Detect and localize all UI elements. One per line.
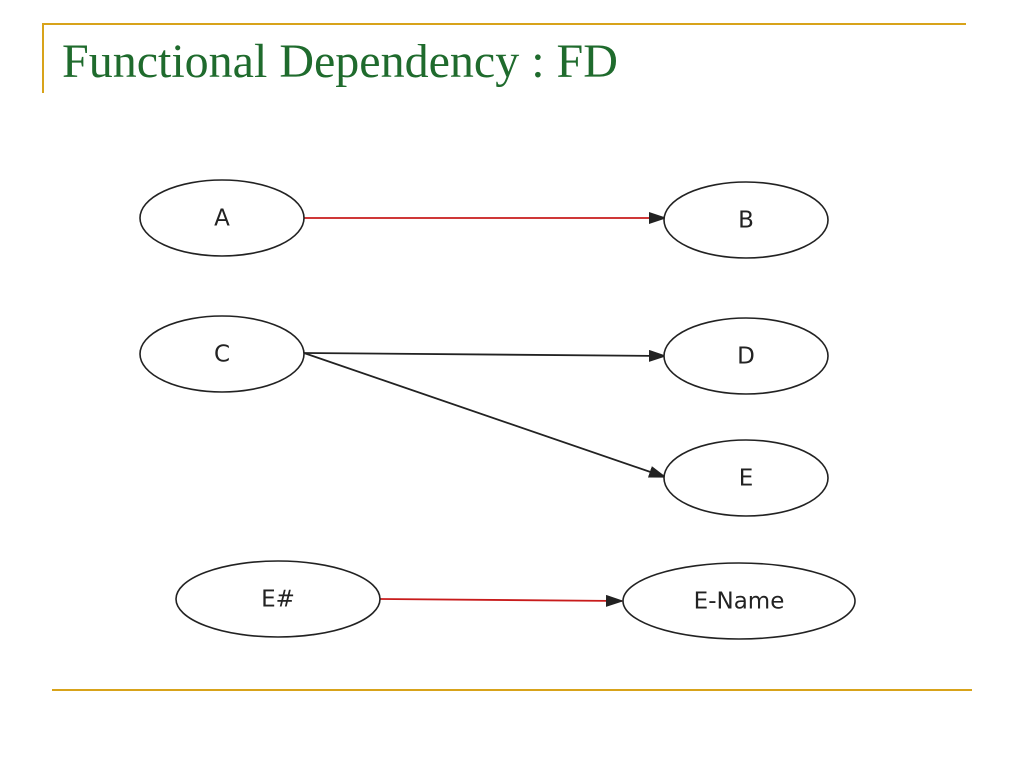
bottom-rule xyxy=(52,689,972,691)
node-c: C xyxy=(139,315,305,393)
node-e-name-label: E-Name xyxy=(694,589,785,615)
node-e-number: E# xyxy=(175,560,381,638)
title-frame-left-rule xyxy=(42,23,44,93)
node-a-label: A xyxy=(214,206,230,232)
node-c-label: C xyxy=(214,342,230,368)
slide-title: Functional Dependency : FD xyxy=(62,35,618,88)
node-e-number-label: E# xyxy=(261,587,295,613)
node-b: B xyxy=(663,181,829,259)
node-e-name-shape xyxy=(622,562,856,640)
node-a: A xyxy=(139,179,305,257)
node-c-shape xyxy=(139,315,305,393)
node-e-shape xyxy=(663,439,829,517)
title-frame-top-rule xyxy=(42,23,966,25)
node-d-label: D xyxy=(737,344,755,370)
node-e: E xyxy=(663,439,829,517)
node-e-label: E xyxy=(739,466,754,492)
edge-c-to-e xyxy=(303,352,667,478)
node-a-shape xyxy=(139,179,305,257)
node-e-number-shape xyxy=(175,560,381,638)
node-d-shape xyxy=(663,317,829,395)
node-d: D xyxy=(663,317,829,395)
edge-c-to-d xyxy=(303,349,667,362)
node-e-name: E-Name xyxy=(622,562,856,640)
edge-enum-to-ename xyxy=(379,594,624,607)
node-b-shape xyxy=(663,181,829,259)
node-b-label: B xyxy=(738,208,754,234)
